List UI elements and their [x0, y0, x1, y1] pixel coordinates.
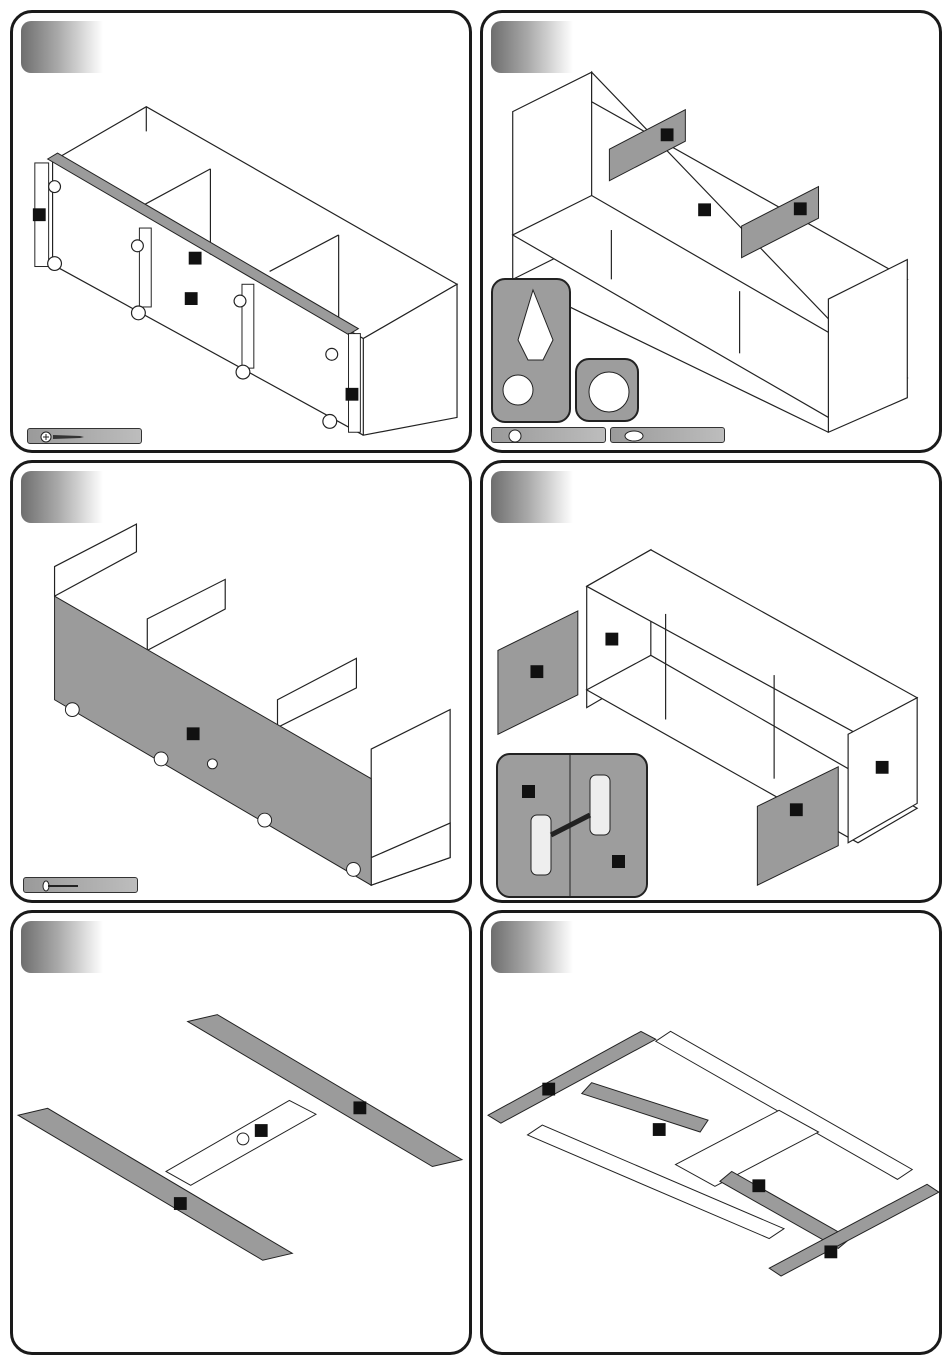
detail-inset-drill: [491, 278, 571, 423]
cap-icon: [619, 428, 649, 444]
part-label: [542, 1083, 555, 1096]
part-label: [522, 785, 535, 798]
hardware-legend-camlock: [491, 427, 606, 443]
nail-icon: [32, 878, 82, 894]
assembly-step-panel-d: [480, 460, 942, 903]
part-label: [346, 388, 359, 401]
part-label: [255, 1124, 268, 1137]
hardware-legend-nail: [23, 877, 138, 893]
cam-lock-icon: [500, 428, 530, 444]
assembly-step-panel-e: [10, 910, 472, 1355]
part-label: [174, 1197, 187, 1210]
part-label: [794, 202, 807, 215]
part-label: [605, 633, 618, 646]
part-label: [790, 803, 803, 816]
assembly-step-panel-b: [480, 10, 942, 453]
part-label: [698, 203, 711, 216]
part-label: [189, 252, 202, 265]
cam-lock-tool-detail: [493, 280, 571, 423]
hardware-legend-screw: [27, 428, 142, 444]
part-label: [653, 1123, 666, 1136]
frame-boards-drawing: [13, 913, 469, 1352]
hardware-legend-cap: [610, 427, 725, 443]
base-frame-drawing: [483, 913, 939, 1352]
part-label: [752, 1179, 765, 1192]
part-label: [185, 292, 198, 305]
part-label: [187, 727, 200, 740]
part-label: [530, 665, 543, 678]
detail-inset-hinge: [496, 753, 648, 898]
cap-detail: [577, 360, 639, 422]
cabinet-back-assembly-drawing: [13, 13, 469, 450]
cabinet-backboard-nailing-drawing: [13, 463, 469, 900]
screw-icon: [36, 429, 86, 445]
part-label: [876, 761, 889, 774]
detail-inset-cap: [575, 358, 639, 422]
part-label: [33, 208, 46, 221]
assembly-step-panel-f: [480, 910, 942, 1355]
part-label: [353, 1101, 366, 1114]
part-label: [612, 855, 625, 868]
part-label: [661, 128, 674, 141]
assembly-step-panel-c: [10, 460, 472, 903]
hinge-icon: [498, 755, 648, 898]
part-label: [824, 1245, 837, 1258]
assembly-step-panel-a: [10, 10, 472, 453]
